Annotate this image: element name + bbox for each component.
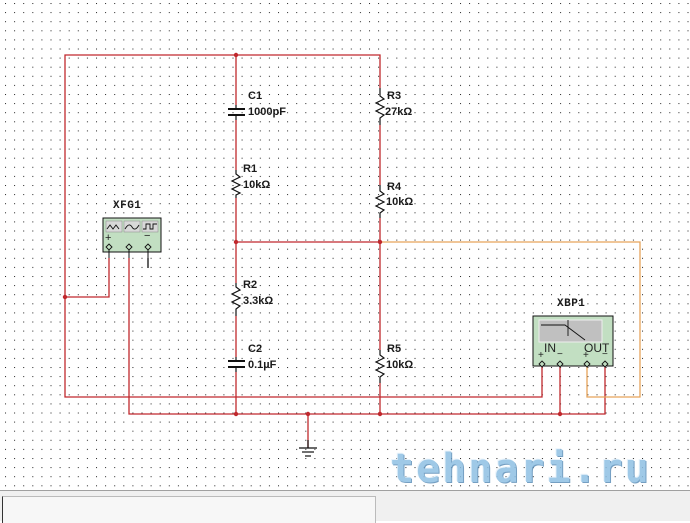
- wire-left-to-in-plus[interactable]: [64, 297, 543, 398]
- terminal-out-plus[interactable]: [583, 360, 591, 368]
- junction: [233, 411, 239, 417]
- r4-ref: R4: [387, 181, 402, 193]
- schematic-canvas[interactable]: [0, 0, 690, 490]
- function-generator-xfg1[interactable]: [102, 217, 162, 258]
- xbp1-label: XBP1: [557, 298, 586, 310]
- junction: [62, 294, 68, 300]
- wire-ground-bus[interactable]: [128, 258, 606, 415]
- capacitor-c1[interactable]: [228, 105, 245, 120]
- status-bar: [0, 490, 690, 523]
- sine-wave-icon: [105, 220, 123, 233]
- junction: [377, 239, 383, 245]
- junction: [305, 411, 311, 417]
- r3-value: 27kΩ: [385, 106, 413, 118]
- junction: [557, 411, 563, 417]
- xfg1-label: XFG1: [113, 200, 142, 212]
- resistor-r4[interactable]: [374, 185, 386, 218]
- terminal-out-minus[interactable]: [601, 360, 609, 368]
- bode-display: [538, 319, 603, 343]
- terminal-in-plus[interactable]: [538, 360, 546, 368]
- r1-value: 10kΩ: [243, 179, 271, 191]
- xfg1-plus-label: +: [105, 232, 112, 244]
- junction: [377, 411, 383, 417]
- status-panel: [2, 496, 376, 523]
- c1-ref: C1: [248, 90, 263, 102]
- junction: [233, 239, 239, 245]
- wire-top[interactable]: [64, 54, 381, 297]
- resistor-r3[interactable]: [374, 88, 386, 125]
- wire-output[interactable]: [380, 241, 641, 398]
- xfg1-terminals: [105, 243, 152, 251]
- bode-plotter-xbp1[interactable]: [532, 315, 614, 368]
- terminal-in-minus[interactable]: [556, 360, 564, 368]
- xbp1-in-label: IN: [544, 341, 556, 355]
- resistor-r5[interactable]: [374, 350, 386, 383]
- watermark: tehnari.ru: [390, 446, 651, 492]
- ground-icon[interactable]: [299, 440, 317, 457]
- xbp1-out-minus: −: [602, 349, 608, 360]
- junctions: [62, 52, 563, 417]
- wire-xfg-plus[interactable]: [65, 258, 110, 298]
- junction: [233, 52, 239, 58]
- r3-ref: R3: [387, 90, 402, 102]
- r5-value: 10kΩ: [386, 359, 414, 371]
- xbp1-in-minus: −: [557, 349, 563, 360]
- r5-ref: R5: [387, 343, 402, 355]
- r2-ref: R2: [243, 279, 258, 291]
- c2-ref: C2: [248, 343, 263, 355]
- r1-ref: R1: [243, 163, 258, 175]
- capacitor-c2[interactable]: [228, 357, 245, 372]
- r2-value: 3.3kΩ: [243, 295, 274, 307]
- r4-value: 10kΩ: [386, 196, 414, 208]
- xbp1-in-plus: +: [538, 350, 544, 361]
- resistor-r2[interactable]: [230, 283, 242, 316]
- c1-value: 1000pF: [248, 106, 286, 118]
- xfg1-minus-label: −: [144, 230, 151, 242]
- c2-value: 0.1µF: [248, 359, 277, 371]
- lowpass-curve-icon: [541, 324, 586, 341]
- xbp1-out-label: OUT: [584, 341, 610, 355]
- resistor-r1[interactable]: [230, 170, 242, 198]
- xbp1-out-plus: +: [583, 350, 589, 361]
